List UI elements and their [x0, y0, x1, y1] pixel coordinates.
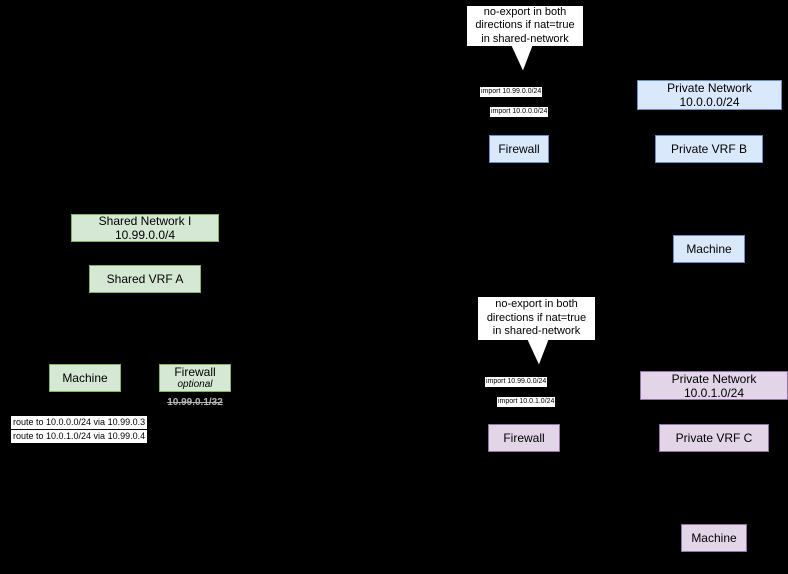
node-label: Firewall — [174, 365, 216, 379]
callout-text: no-export in both directions if nat=true… — [475, 5, 575, 45]
node-private-vrf-b: Private VRF B — [655, 135, 763, 163]
node-subtitle: 10.0.0.0/24 — [679, 95, 740, 109]
node-label: Firewall — [498, 142, 540, 156]
node-private-network-c: Private Network 10.0.1.0/24 — [640, 371, 788, 400]
node-label: Machine — [62, 371, 108, 385]
label-route-2: route to 10.0.1.0/24 via 10.99.0.4 — [11, 430, 148, 443]
callout-no-export-middle: no-export in both directions if nat=true… — [477, 296, 596, 341]
node-title: Private Network — [667, 81, 752, 95]
node-label: Machine — [686, 242, 732, 256]
callout-no-export-top: no-export in both directions if nat=true… — [466, 5, 584, 47]
node-label: Machine — [691, 531, 737, 545]
node-shared-vrf-a: Shared VRF A — [89, 265, 201, 293]
node-label: Private VRF B — [670, 142, 748, 156]
edge-label-import-shared-b: import 10.99.0.0/24 — [480, 87, 543, 97]
node-machine-a: Machine — [49, 364, 121, 392]
node-private-network-b: Private Network 10.0.0.0/24 — [637, 80, 782, 110]
node-machine-b: Machine — [673, 235, 745, 263]
edge-label-import-private-c: import 10.0.1.0/24 — [497, 397, 556, 407]
node-subtitle: 10.0.1.0/24 — [683, 385, 745, 400]
callout-text: no-export in both directions if nat=true… — [486, 298, 587, 338]
label-firewall-a-old-ip: 10.99.0.1/32 — [167, 397, 223, 408]
node-subtitle: 10.99.0.0/4 — [114, 228, 176, 242]
node-machine-c: Machine — [681, 524, 747, 552]
edge-label-import-shared-c: import 10.99.0.0/24 — [485, 377, 548, 387]
node-private-vrf-c: Private VRF C — [659, 424, 769, 452]
edge-label-import-private-b: import 10.0.0.0/24 — [490, 107, 549, 117]
node-shared-network: Shared Network I 10.99.0.0/4 — [71, 214, 219, 242]
node-firewall-b: Firewall — [489, 135, 549, 163]
node-label: Firewall — [503, 431, 545, 445]
node-firewall-a: Firewall optional — [159, 364, 231, 392]
node-note: optional — [177, 379, 213, 390]
callout-tail-icon — [526, 340, 550, 368]
callout-tail-icon — [510, 46, 534, 74]
label-route-1: route to 10.0.0.0/24 via 10.99.0.3 — [11, 416, 148, 429]
node-label: Private VRF C — [675, 431, 753, 445]
node-firewall-c: Firewall — [488, 424, 560, 452]
node-label: Shared VRF A — [106, 272, 184, 286]
node-title: Shared Network I — [98, 214, 192, 228]
node-title: Private Network — [671, 371, 757, 386]
